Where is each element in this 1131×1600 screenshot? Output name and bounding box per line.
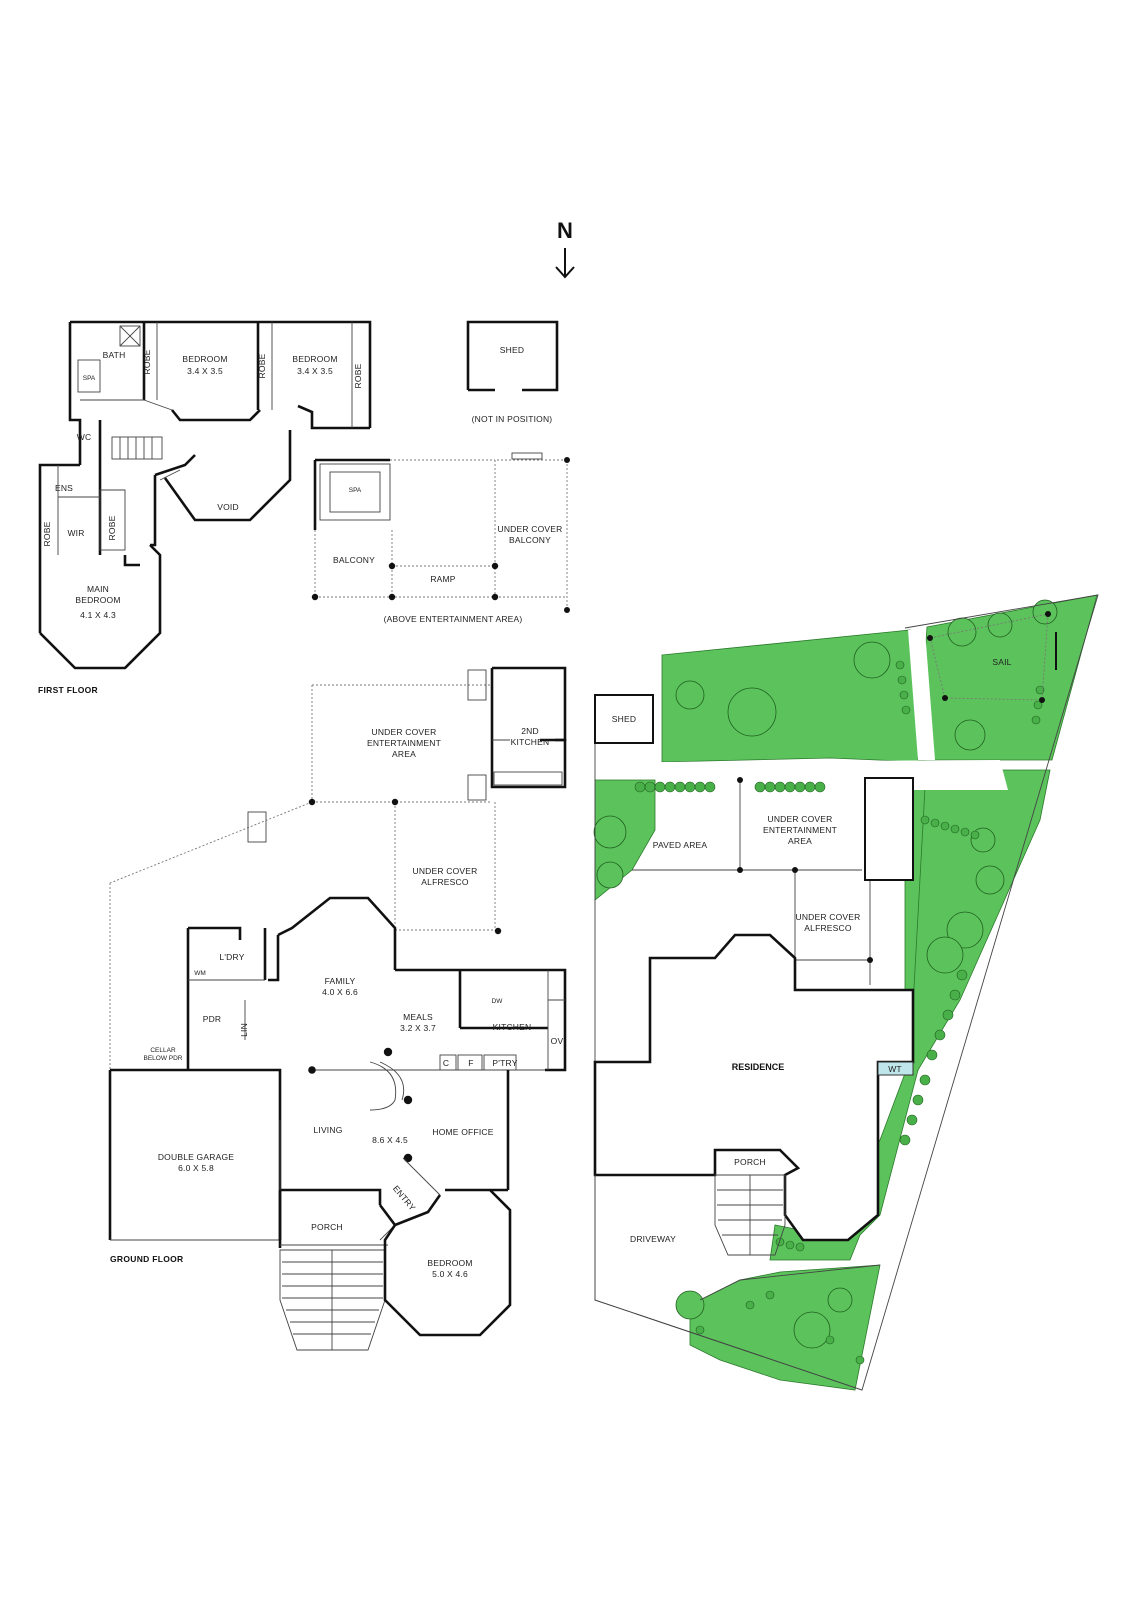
- gf-wm: WM: [194, 970, 206, 977]
- gf-ldry: L'DRY: [219, 952, 244, 962]
- room-robe-4: ROBE: [42, 521, 52, 546]
- gf-kitchen: KITCHEN: [493, 1022, 532, 1032]
- site-wt: WT: [888, 1064, 902, 1074]
- balcony-plan: [311, 452, 570, 613]
- room-main-bedroom-2: BEDROOM: [75, 595, 120, 605]
- gf-bedroom-dim: 5.0 X 4.6: [432, 1269, 468, 1279]
- site-uc-alf-2: ALFRESCO: [804, 923, 852, 933]
- gf-c: C: [443, 1058, 449, 1068]
- site-uc-alf-1: UNDER COVER: [795, 912, 860, 922]
- site-uc-ent-2: ENTERTAINMENT: [763, 825, 837, 835]
- first-floor-title: FIRST FLOOR: [38, 685, 98, 695]
- gf-uc-ent-3: AREA: [392, 749, 416, 759]
- gf-lin: LIN: [239, 1023, 249, 1037]
- under-cover-balcony-1: UNDER COVER: [497, 524, 562, 534]
- site-residence: RESIDENCE: [732, 1062, 785, 1072]
- first-floor-plan: [38, 320, 372, 670]
- gf-bedroom: BEDROOM: [427, 1258, 472, 1268]
- site-sail: SAIL: [992, 657, 1011, 667]
- room-void: VOID: [217, 502, 239, 512]
- gf-double-garage: DOUBLE GARAGE: [158, 1152, 234, 1162]
- site-driveway: DRIVEWAY: [630, 1234, 676, 1244]
- room-bedroom-2: BEDROOM: [292, 354, 337, 364]
- gf-ptry: P'TRY: [492, 1058, 517, 1068]
- gf-home-office: HOME OFFICE: [432, 1127, 493, 1137]
- gf-meals: MEALS: [403, 1012, 433, 1022]
- gf-uc-alf-1: UNDER COVER: [412, 866, 477, 876]
- site-plan: [593, 594, 1099, 1391]
- north-arrow-icon: N: [555, 218, 575, 279]
- gf-cellar-2: BELOW PDR: [143, 1055, 182, 1062]
- gf-living: LIVING: [313, 1125, 342, 1135]
- gf-f: F: [468, 1058, 473, 1068]
- balcony-note: (ABOVE ENTERTAINMENT AREA): [384, 614, 523, 624]
- gf-uc-ent-2: ENTERTAINMENT: [367, 738, 441, 748]
- room-wc: WC: [77, 432, 92, 442]
- room-robe-3: ROBE: [353, 363, 363, 388]
- balcony-label: BALCONY: [333, 555, 375, 565]
- room-bedroom-1: BEDROOM: [182, 354, 227, 364]
- balcony-spa: SPA: [349, 487, 362, 494]
- site-paved-area: PAVED AREA: [653, 840, 708, 850]
- room-ens: ENS: [55, 483, 73, 493]
- room-main-bedroom-dim: 4.1 X 4.3: [80, 610, 116, 620]
- ground-floor-plan: [108, 666, 567, 1351]
- gf-cellar: CELLAR: [150, 1047, 176, 1054]
- gf-family: FAMILY: [325, 976, 356, 986]
- room-wir: WIR: [67, 528, 84, 538]
- under-cover-balcony-2: BALCONY: [509, 535, 551, 545]
- room-robe-5: ROBE: [107, 515, 117, 540]
- gf-uc-alf-2: ALFRESCO: [421, 877, 469, 887]
- gf-entry: ENTRY: [391, 1183, 418, 1212]
- gf-dw: DW: [492, 998, 504, 1005]
- room-main-bedroom: MAIN: [87, 584, 109, 594]
- ground-floor-title: GROUND FLOOR: [110, 1254, 183, 1264]
- gf-meals-dim: 3.2 X 3.7: [400, 1023, 436, 1033]
- shed-note: (NOT IN POSITION): [472, 414, 553, 424]
- site-shed: SHED: [612, 714, 636, 724]
- site-porch: PORCH: [734, 1157, 766, 1167]
- gf-porch: PORCH: [311, 1222, 343, 1232]
- gf-ov: OV: [551, 1036, 564, 1046]
- ramp-label: RAMP: [430, 574, 455, 584]
- shed-outline: [466, 320, 559, 392]
- gf-garage-dim: 6.0 X 5.8: [178, 1163, 214, 1173]
- gf-kitchen2-b: KITCHEN: [511, 737, 550, 747]
- room-spa-ff: SPA: [83, 375, 96, 382]
- room-bedroom-1-dim: 3.4 X 3.5: [187, 366, 223, 376]
- room-robe-1: ROBE: [142, 349, 152, 374]
- site-uc-ent-3: AREA: [788, 836, 812, 846]
- gf-living-dim: 8.6 X 4.5: [372, 1135, 408, 1145]
- gf-uc-ent-1: UNDER COVER: [371, 727, 436, 737]
- room-bath: BATH: [103, 350, 126, 360]
- gf-pdr: PDR: [203, 1014, 222, 1024]
- room-robe-2: ROBE: [257, 353, 267, 378]
- compass-label: N: [557, 218, 573, 243]
- room-bedroom-2-dim: 3.4 X 3.5: [297, 366, 333, 376]
- site-uc-ent-1: UNDER COVER: [767, 814, 832, 824]
- gf-kitchen2-a: 2ND: [521, 726, 539, 736]
- gf-family-dim: 4.0 X 6.6: [322, 987, 358, 997]
- shed-label: SHED: [500, 345, 524, 355]
